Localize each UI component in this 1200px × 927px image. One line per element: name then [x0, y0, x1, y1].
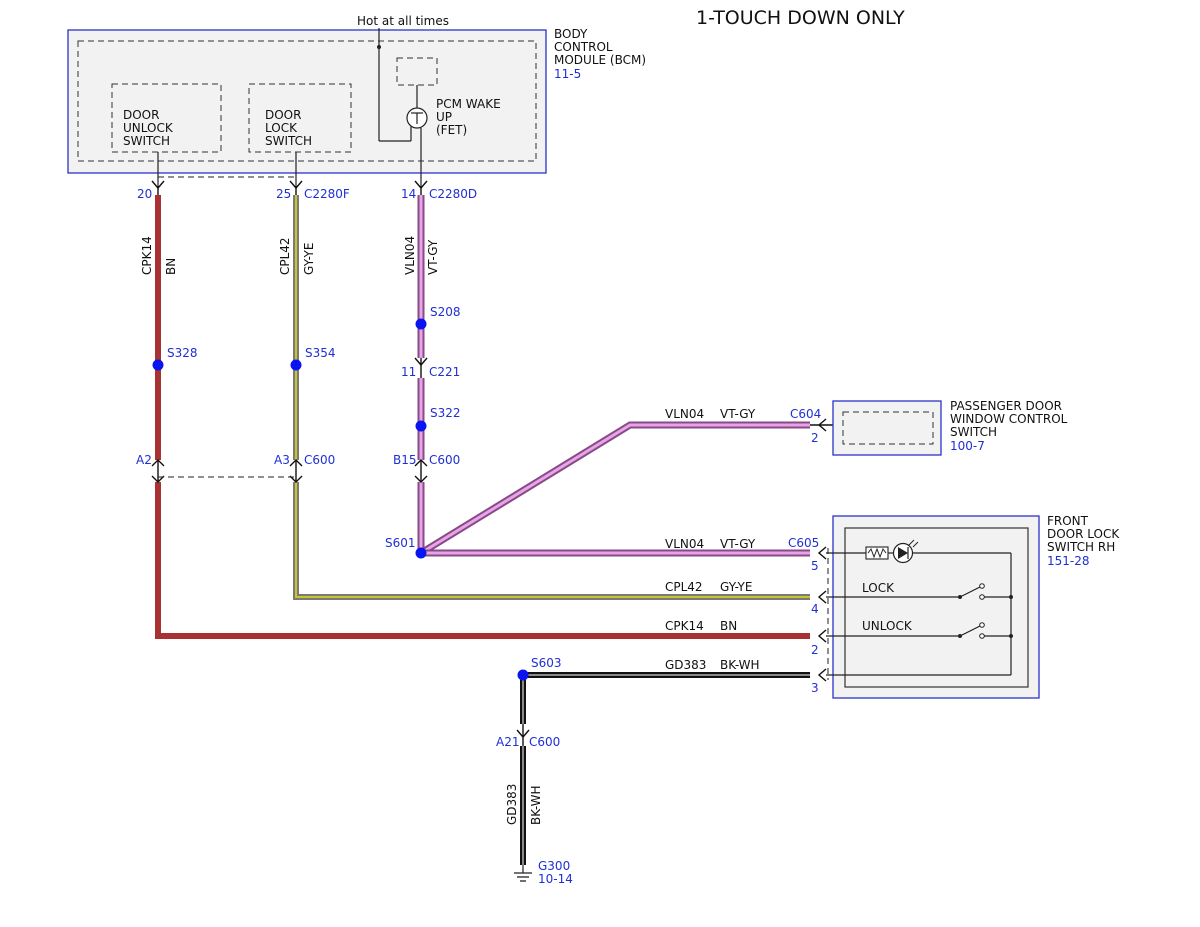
connector-c2280f: C2280F	[304, 187, 350, 201]
door-lock-switch-box	[248, 83, 352, 153]
pin-labels: 20 25 C2280F 14 C2280D 11 C221 A2 A3 C60…	[136, 187, 821, 749]
splice-s603-dot	[517, 669, 529, 681]
cpk14-vertical-circuit: CPK14	[140, 236, 154, 275]
splice-s601: S601	[385, 536, 416, 550]
bcm-name-3: MODULE (BCM)	[554, 53, 646, 67]
unlock-label: UNLOCK	[862, 619, 913, 633]
bk-wh-vertical-color: BK-WH	[529, 785, 543, 825]
pin-c605-5: 5	[811, 559, 819, 573]
connector-c600-a: C600	[304, 453, 335, 467]
gd383-c605-circuit: GD383	[665, 658, 706, 672]
splice-s354: S354	[305, 346, 336, 360]
door-unlock-label-2: UNLOCK	[123, 121, 174, 135]
door-lock-label-2: LOCK	[265, 121, 298, 135]
pin-20: 20	[137, 187, 152, 201]
pin-b15: B15	[393, 453, 417, 467]
gy-ye-vertical-color: GY-YE	[302, 243, 316, 275]
door-lock-label-1: DOOR	[265, 108, 301, 122]
pin-a3: A3	[274, 453, 290, 467]
front-door-lock-switch: FRONT DOOR LOCK SWITCH RH 151-28 LOCK UN…	[826, 514, 1120, 699]
bn-vertical-color: BN	[164, 258, 178, 275]
splice-s322-dot	[415, 420, 427, 432]
pcm-wake-label-1: PCM WAKE	[436, 97, 501, 111]
passenger-switch-name-3: SWITCH	[950, 425, 997, 439]
vt-gy-vertical-color: VT-GY	[426, 239, 440, 275]
bn-c605-color: BN	[720, 619, 737, 633]
pcm-wake-box	[396, 57, 438, 86]
connector-c605: C605	[788, 536, 819, 550]
hot-at-all-times-label: Hot at all times	[357, 14, 449, 28]
door-unlock-label-1: DOOR	[123, 108, 159, 122]
splices: S328 S354 S208 S322 S601 S603	[152, 305, 562, 681]
pin-11: 11	[401, 365, 416, 379]
splice-s603: S603	[531, 656, 562, 670]
connector-c600-gnd: C600	[529, 735, 560, 749]
wire-cpk14-bn	[155, 195, 810, 639]
ground-name: G300	[538, 859, 570, 873]
ground-g300: G300 10-14	[514, 859, 573, 886]
wire-labels: CPK14 BN CPL42 GY-YE VLN04 VT-GY GD383 B…	[140, 236, 760, 825]
ground-ref: 10-14	[538, 872, 573, 886]
gy-ye-c605-color: GY-YE	[720, 580, 752, 594]
cpl42-vertical-circuit: CPL42	[278, 237, 292, 275]
bk-wh-c605-color: BK-WH	[720, 658, 760, 672]
wire-gd383-bk-wh	[520, 672, 810, 865]
cpk14-c605-circuit: CPK14	[665, 619, 704, 633]
lock-label: LOCK	[862, 581, 895, 595]
splice-s208-dot	[415, 318, 427, 330]
passenger-switch-name-1: PASSENGER DOOR	[950, 399, 1062, 413]
connector-c221: C221	[429, 365, 460, 379]
pin-14: 14	[401, 187, 416, 201]
connector-c600-b: C600	[429, 453, 460, 467]
pcm-wake-label-2: UP	[436, 110, 452, 124]
vt-gy-c604-color: VT-GY	[720, 407, 756, 421]
splice-s601-dot	[415, 547, 427, 559]
connector-c2280d: C2280D	[429, 187, 477, 201]
pin-a2: A2	[136, 453, 152, 467]
splice-s208: S208	[430, 305, 461, 319]
wire-vln04-vt-gy	[417, 195, 810, 557]
pin-c605-2: 2	[811, 643, 819, 657]
pcm-wake-label-3: (FET)	[436, 123, 467, 137]
front-switch-name-2: DOOR LOCK	[1047, 527, 1120, 541]
front-switch-ref: 151-28	[1047, 554, 1090, 568]
wire-cpl42-gy-ye	[293, 195, 810, 600]
connector-c604: C604	[790, 407, 821, 421]
pin-25: 25	[276, 187, 291, 201]
cpl42-c605-circuit: CPL42	[665, 580, 703, 594]
passenger-window-switch: PASSENGER DOOR WINDOW CONTROL SWITCH 100…	[832, 399, 1068, 456]
bcm-name-1: BODY	[554, 27, 588, 41]
front-switch-name-3: SWITCH RH	[1047, 540, 1115, 554]
vln04-c604-circuit: VLN04	[665, 407, 704, 421]
passenger-switch-name-2: WINDOW CONTROL	[950, 412, 1068, 426]
pin-c604-2: 2	[811, 431, 819, 445]
passenger-switch-ref: 100-7	[950, 439, 985, 453]
pin-a21: A21	[496, 735, 519, 749]
front-switch-name-1: FRONT	[1047, 514, 1089, 528]
bcm-ref: 11-5	[554, 67, 581, 81]
diagram-title: 1-TOUCH DOWN ONLY	[696, 7, 905, 29]
splice-s328-dot	[152, 359, 164, 371]
bcm-name-2: CONTROL	[554, 40, 613, 54]
door-unlock-switch-box	[111, 83, 222, 153]
splice-s328: S328	[167, 346, 198, 360]
splice-s322: S322	[430, 406, 461, 420]
vln04-vertical-circuit: VLN04	[403, 236, 417, 275]
splice-s354-dot	[290, 359, 302, 371]
door-unlock-label-3: SWITCH	[123, 134, 170, 148]
bcm-module: DOOR UNLOCK SWITCH DOOR LOCK SWITCH PCM …	[67, 14, 646, 186]
vt-gy-c605-color: VT-GY	[720, 537, 756, 551]
pin-c605-3: 3	[811, 681, 819, 695]
door-lock-label-3: SWITCH	[265, 134, 312, 148]
vln04-c605-circuit: VLN04	[665, 537, 704, 551]
pin-c605-4: 4	[811, 602, 819, 616]
gd383-vertical-circuit: GD383	[505, 784, 519, 825]
